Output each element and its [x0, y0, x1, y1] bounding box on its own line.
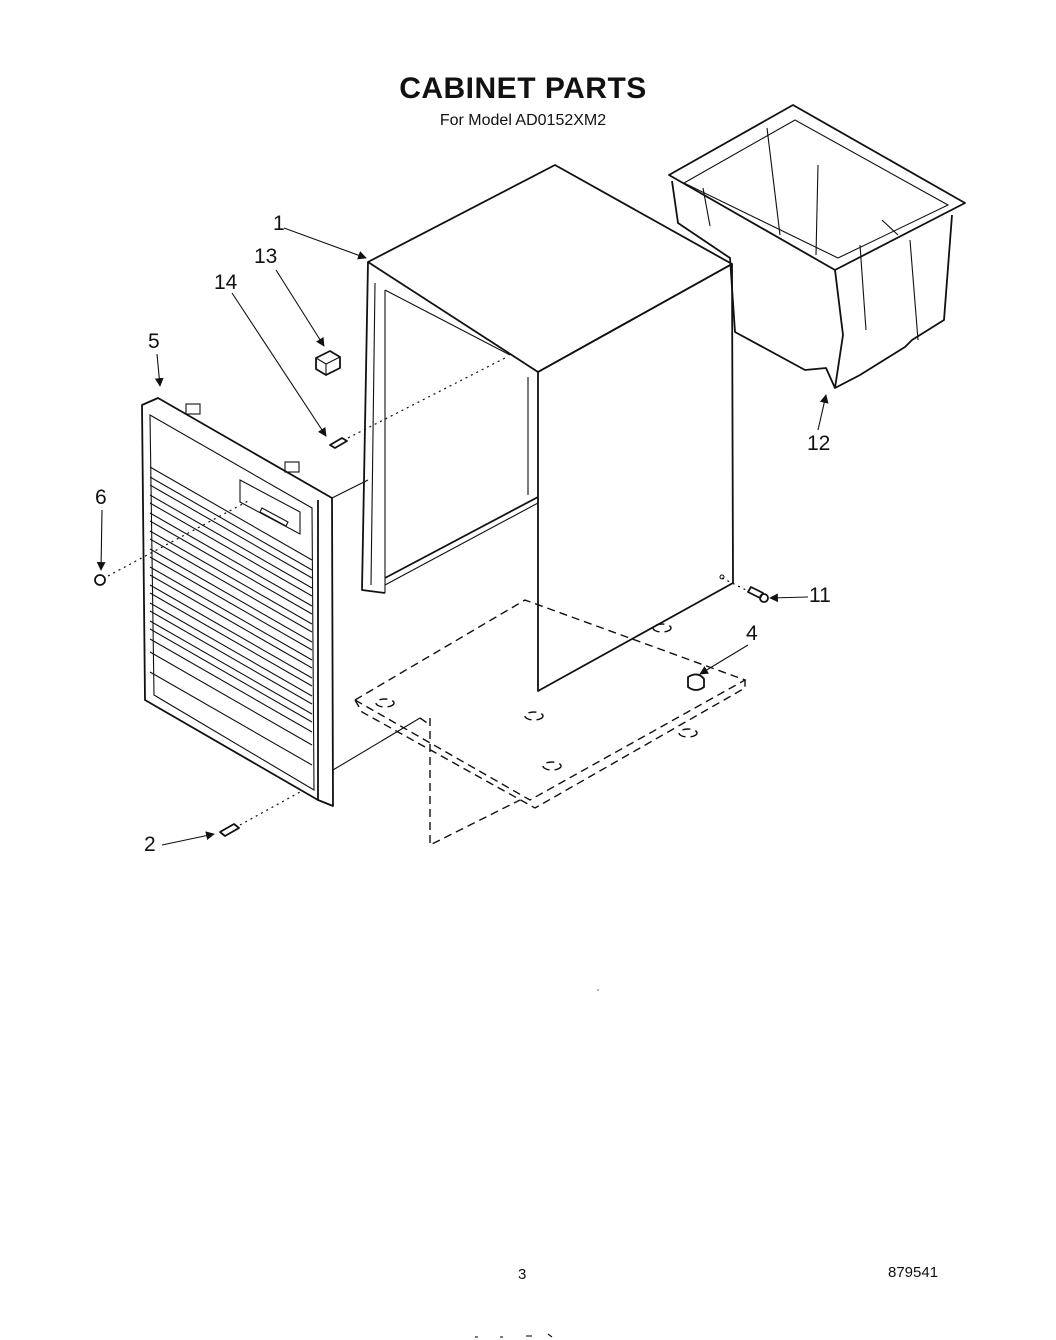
callout-5: 5	[148, 330, 160, 353]
clip-part-13	[315, 350, 341, 376]
screw-part-2	[219, 791, 301, 837]
front-grille	[141, 397, 421, 807]
screw-part-14	[329, 357, 506, 449]
callout-4: 4	[746, 622, 758, 645]
callout-2: 2	[144, 833, 156, 856]
callout-6: 6	[95, 486, 107, 509]
cabinet-wrapper	[361, 164, 734, 692]
page-title: CABINET PARTS	[399, 72, 647, 105]
callout-1: 1	[273, 212, 285, 235]
model-subtitle: For Model AD0152XM2	[439, 112, 607, 129]
page-number: 3	[518, 1266, 527, 1283]
callout-11: 11	[809, 584, 831, 607]
rubber-foot	[687, 673, 705, 691]
document-number: 879541	[888, 1264, 939, 1281]
callout-13: 13	[254, 245, 278, 268]
leader-lines	[96, 227, 829, 846]
knob-part-6	[94, 499, 251, 586]
screw-part-11	[719, 574, 769, 603]
callout-12: 12	[807, 432, 831, 455]
water-bucket	[668, 104, 966, 389]
scan-marks	[475, 989, 599, 1338]
callout-14: 14	[214, 271, 238, 294]
base-pan	[353, 599, 747, 847]
